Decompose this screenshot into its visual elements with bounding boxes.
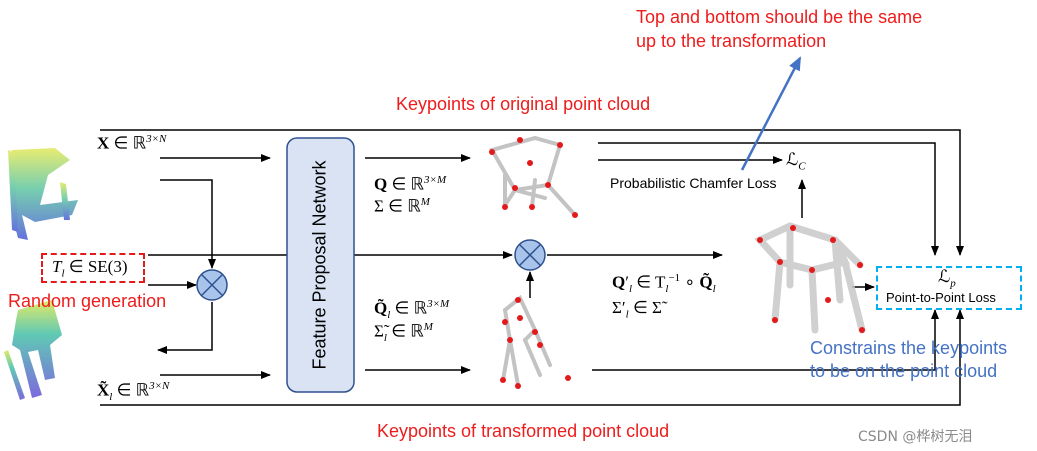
chamfer-loss-label: Probabilistic Chamfer Loss xyxy=(610,175,777,191)
transform-box xyxy=(41,253,145,283)
random-generation-label: Random generation xyxy=(8,291,167,311)
p2p-loss-box xyxy=(876,266,1022,310)
q-label: Q ∈ ℝ3×M xyxy=(374,174,447,194)
constrain-line1: Constrains the keypoints xyxy=(810,338,1008,358)
keypoint-chair-aligned xyxy=(754,222,866,334)
chair-point-cloud-icon xyxy=(4,300,62,400)
keypoint-markers-original xyxy=(489,137,578,218)
p2p-loss-label: Point-to-Point Loss xyxy=(886,290,996,305)
multiply-operator-icon xyxy=(514,239,546,271)
keypoints-transformed-label: Keypoints of transformed point cloud xyxy=(377,421,670,441)
skip-connection-top xyxy=(100,129,964,256)
keypoint-markers-aligned xyxy=(757,225,865,333)
network-label: Feature Proposal Network xyxy=(309,160,330,370)
chair-point-cloud-icon xyxy=(8,148,78,240)
qt-label: Q̃l ∈ ℝ3×M xyxy=(374,298,450,322)
multiply-to-xt-arrow xyxy=(157,302,213,354)
top-note-line1: Top and bottom should be the same xyxy=(636,7,923,27)
sigmat-label: Σ̃l ∈ ℝM xyxy=(374,321,433,345)
sigmaprime-label: Σ′l ∈ Σ̃ xyxy=(612,298,662,321)
feature-proposal-network-box xyxy=(286,137,355,393)
p2p-loss-symbol: ℒp xyxy=(938,267,956,290)
xt-input-label: X̃l ∈ ℝ3×N xyxy=(97,380,170,404)
keypoint-markers-transformed xyxy=(500,297,571,389)
annotation-arrow xyxy=(740,56,802,171)
keypoints-original-label: Keypoints of original point cloud xyxy=(396,94,651,114)
multiply-operator-icon xyxy=(196,269,228,301)
top-note-line2: up to the transformation xyxy=(636,31,827,51)
x-to-multiply-arrow xyxy=(160,179,216,269)
skip-connection-bottom xyxy=(100,309,964,406)
chamfer-loss-symbol: ℒC xyxy=(786,150,806,173)
qprime-label: Q′l ∈ Tl−1 ∘ Q̃l xyxy=(612,272,716,296)
qt-to-p2p-arrow xyxy=(592,309,939,371)
keypoint-chair-original xyxy=(488,135,577,217)
x-input-label: X ∈ ℝ3×N xyxy=(97,133,167,153)
q-to-p2p-arrow xyxy=(780,142,939,256)
sigma-label: Σ ∈ ℝM xyxy=(374,196,430,216)
transform-math: Tl ∈ SE(3) xyxy=(52,257,128,280)
constrain-line2: to be on the point cloud xyxy=(810,361,998,381)
watermark: CSDN @桦树无泪 xyxy=(858,429,973,445)
